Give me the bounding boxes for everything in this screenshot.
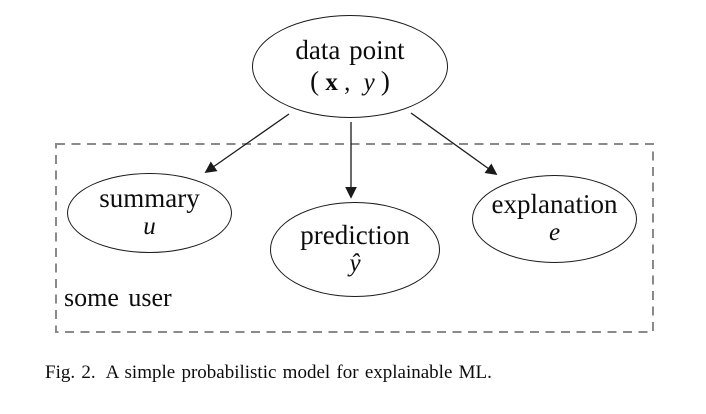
node-explanation-label: explanation [491,189,618,220]
edge-datapoint-to-summary-arrow [204,113,290,174]
figure-caption-text: A simple probabilistic model for explain… [105,362,492,383]
node-explanation-symbol: e [548,219,561,247]
node-data-point-symbol: ( x , y ) [310,66,390,97]
math-comma: , [344,68,351,96]
node-summary-symbol: u [143,213,156,241]
node-data-point-label: data point [295,35,405,66]
node-prediction-symbol: ŷ [349,249,361,277]
math-bold-x: x [325,68,338,96]
math-paren-open: ( [310,65,320,96]
node-explanation: explanation e [472,175,637,263]
node-data-point: data point ( x , y ) [252,15,448,118]
edge-datapoint-to-explanation-arrow [410,112,498,176]
node-summary: summary u [67,173,232,253]
node-prediction: prediction ŷ [270,202,440,297]
node-prediction-label: prediction [300,219,410,250]
math-italic-y: y [363,68,375,96]
user-plate-label: some user [64,283,172,312]
math-paren-close: ) [380,65,390,96]
figure-caption-tag: Fig. 2. [45,362,96,383]
figure-caption: Fig. 2. A simple probabilistic model for … [45,362,492,384]
user-plate-border [55,143,654,333]
node-summary-label: summary [99,183,200,214]
